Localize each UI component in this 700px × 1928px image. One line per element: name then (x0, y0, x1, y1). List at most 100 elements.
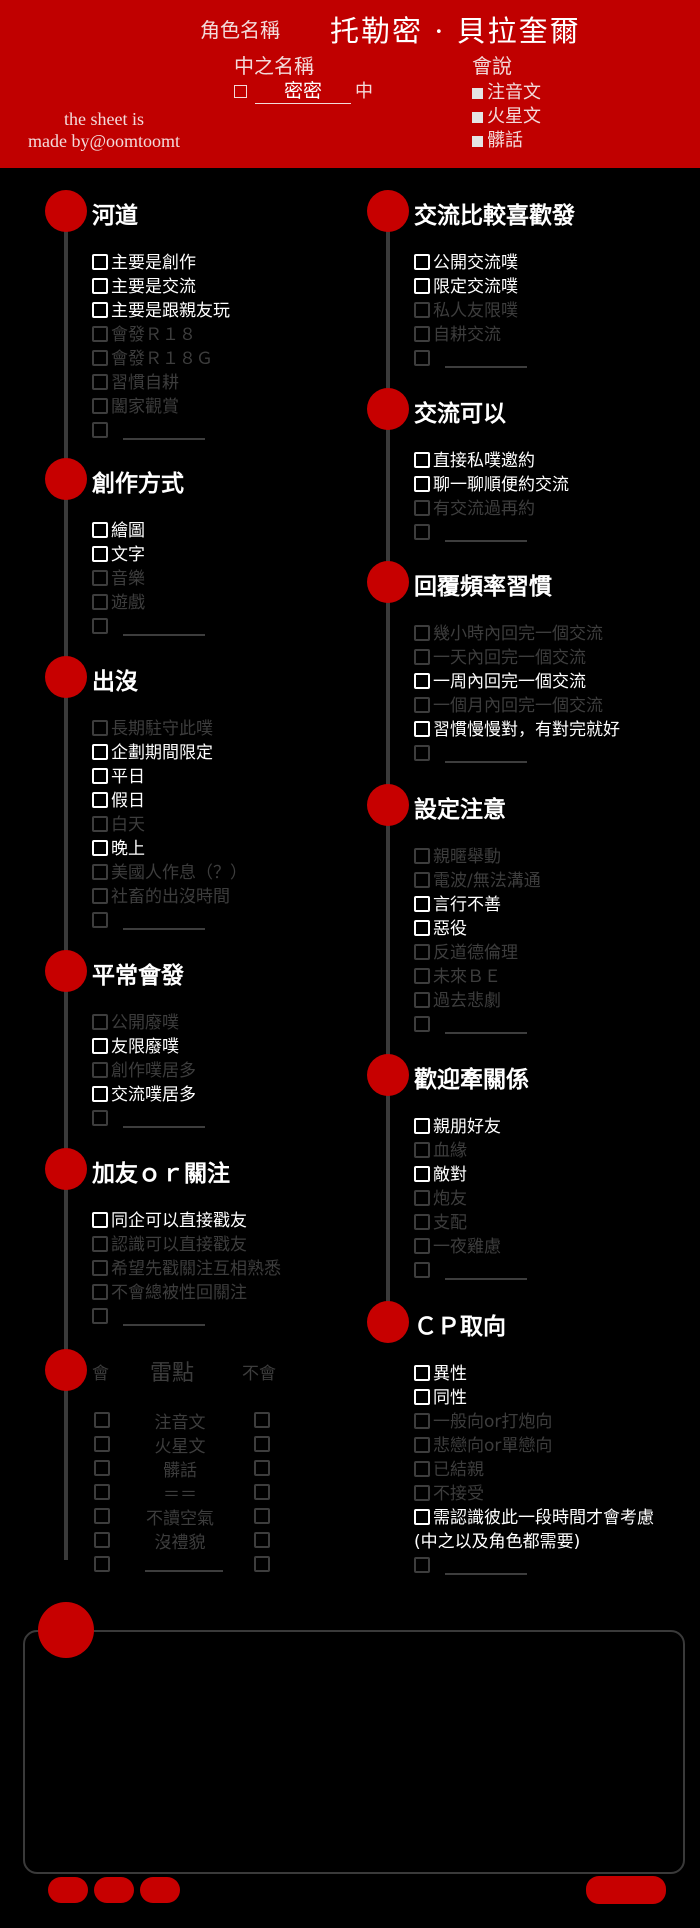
checkbox-icon[interactable] (414, 278, 430, 294)
player-checkbox[interactable] (234, 85, 247, 98)
option-item[interactable]: 過去悲劇 (414, 990, 501, 1012)
checkbox-icon[interactable] (92, 570, 108, 586)
option-item[interactable]: 自耕交流 (414, 324, 501, 346)
checkbox-icon[interactable] (94, 1436, 110, 1452)
option-item[interactable]: 遊戲 (92, 592, 145, 614)
checkbox-icon[interactable] (94, 1508, 110, 1524)
checkbox-icon[interactable] (414, 944, 430, 960)
checkbox-icon[interactable] (92, 278, 108, 294)
checkbox-icon[interactable] (414, 992, 430, 1008)
checkbox-icon[interactable] (254, 1460, 270, 1476)
option-item[interactable]: 會發Ｒ１８Ｇ (92, 348, 213, 370)
checkbox-icon[interactable] (414, 1485, 430, 1501)
checkbox-icon[interactable] (414, 1166, 430, 1182)
option-item[interactable]: 異性 (414, 1363, 467, 1385)
blank-option[interactable] (414, 1260, 527, 1282)
page-dot-button[interactable] (140, 1877, 180, 1903)
option-item[interactable]: 一般向or打炮向 (414, 1411, 552, 1433)
option-item[interactable]: 社畜的出沒時間 (92, 886, 230, 908)
checkbox-icon[interactable] (92, 1014, 108, 1030)
option-item[interactable]: 限定交流噗 (414, 276, 518, 298)
lang-option[interactable]: 火星文 (472, 102, 541, 128)
option-item[interactable]: 繪圖 (92, 520, 145, 542)
option-item[interactable]: 晚上 (92, 838, 145, 860)
checkbox-icon[interactable] (414, 1365, 430, 1381)
checkbox-icon[interactable] (414, 452, 430, 468)
checkbox-icon[interactable] (414, 476, 430, 492)
checkbox-icon[interactable] (92, 768, 108, 784)
checkbox-icon[interactable] (414, 896, 430, 912)
checkbox-icon[interactable] (414, 1389, 430, 1405)
checkbox-icon[interactable] (92, 1110, 108, 1126)
checkbox-icon[interactable] (92, 1212, 108, 1228)
lang-option[interactable]: 髒話 (472, 126, 523, 152)
checkbox-icon[interactable] (414, 350, 430, 366)
checkbox-icon[interactable] (414, 872, 430, 888)
page-dot-button[interactable] (48, 1877, 88, 1903)
checkbox-icon[interactable] (92, 1086, 108, 1102)
option-item[interactable]: 悲戀向or單戀向 (414, 1435, 552, 1457)
checkbox-icon[interactable] (94, 1484, 110, 1500)
checkbox-icon[interactable] (414, 1437, 430, 1453)
option-item[interactable]: 主要是跟親友玩 (92, 300, 230, 322)
blank-option[interactable] (414, 1555, 527, 1577)
checkbox-icon[interactable] (92, 1038, 108, 1054)
option-item[interactable]: 直接私噗邀約 (414, 450, 535, 472)
option-item[interactable]: 闔家觀賞 (92, 396, 179, 418)
option-item[interactable]: 音樂 (92, 568, 145, 590)
checkbox-icon[interactable] (414, 968, 430, 984)
option-item[interactable]: 惡役 (414, 918, 467, 940)
checkbox-icon[interactable] (254, 1556, 270, 1572)
checkbox-icon[interactable] (254, 1436, 270, 1452)
checkbox-icon[interactable] (92, 1260, 108, 1276)
checkbox-icon[interactable] (94, 1556, 110, 1572)
option-item[interactable]: 一周內回完一個交流 (414, 671, 586, 693)
checkbox-icon[interactable] (414, 625, 430, 641)
option-item[interactable]: 血緣 (414, 1140, 467, 1162)
checkbox-icon[interactable] (92, 254, 108, 270)
blank-option[interactable] (92, 910, 205, 932)
option-item[interactable]: 同企可以直接戳友 (92, 1210, 247, 1232)
checkbox-icon[interactable] (254, 1484, 270, 1500)
checkbox-icon[interactable] (94, 1532, 110, 1548)
blank-option[interactable] (92, 616, 205, 638)
checkbox-icon[interactable] (414, 500, 430, 516)
option-item[interactable]: 聊一聊順便約交流 (414, 474, 569, 496)
option-item[interactable]: 一個月內回完一個交流 (414, 695, 603, 717)
checkbox-icon[interactable] (414, 1262, 430, 1278)
checkbox-icon[interactable] (414, 673, 430, 689)
option-item[interactable]: 白天 (92, 814, 145, 836)
option-item[interactable]: 私人友限噗 (414, 300, 518, 322)
option-item[interactable]: 支配 (414, 1212, 467, 1234)
checkbox-icon[interactable] (414, 1461, 430, 1477)
lang-option[interactable]: 注音文 (472, 78, 541, 104)
checkbox-icon[interactable] (414, 920, 430, 936)
checkbox-icon[interactable] (92, 594, 108, 610)
blank-option[interactable] (414, 522, 527, 544)
checkbox-icon[interactable] (92, 744, 108, 760)
option-item[interactable]: 美國人作息（？） (92, 862, 247, 884)
checkbox-icon[interactable] (92, 864, 108, 880)
checkbox-icon[interactable] (92, 888, 108, 904)
option-item[interactable]: 企劃期間限定 (92, 742, 213, 764)
option-item[interactable]: 一天內回完一個交流 (414, 647, 586, 669)
option-item[interactable]: 不會總被性回關注 (92, 1282, 247, 1304)
checkbox-icon[interactable] (92, 720, 108, 736)
option-item[interactable]: 主要是交流 (92, 276, 196, 298)
blank-option[interactable] (92, 1306, 205, 1328)
option-item[interactable]: 敵對 (414, 1164, 467, 1186)
checkbox-icon[interactable] (92, 816, 108, 832)
option-item[interactable]: 習慣自耕 (92, 372, 179, 394)
option-item[interactable]: 長期駐守此噗 (92, 718, 213, 740)
checkbox-icon[interactable] (414, 745, 430, 761)
checkbox-icon[interactable] (414, 1557, 430, 1573)
option-item[interactable]: 幾小時內回完一個交流 (414, 623, 603, 645)
checkbox-icon[interactable] (414, 254, 430, 270)
blank-option[interactable] (414, 1014, 527, 1036)
option-item[interactable]: 習慣慢慢對，有對完就好 (414, 719, 620, 741)
checkbox-icon[interactable] (92, 1062, 108, 1078)
checkbox-icon[interactable] (92, 398, 108, 414)
checkbox-icon[interactable] (414, 524, 430, 540)
option-item[interactable]: 同性 (414, 1387, 467, 1409)
checkbox-icon[interactable] (254, 1508, 270, 1524)
